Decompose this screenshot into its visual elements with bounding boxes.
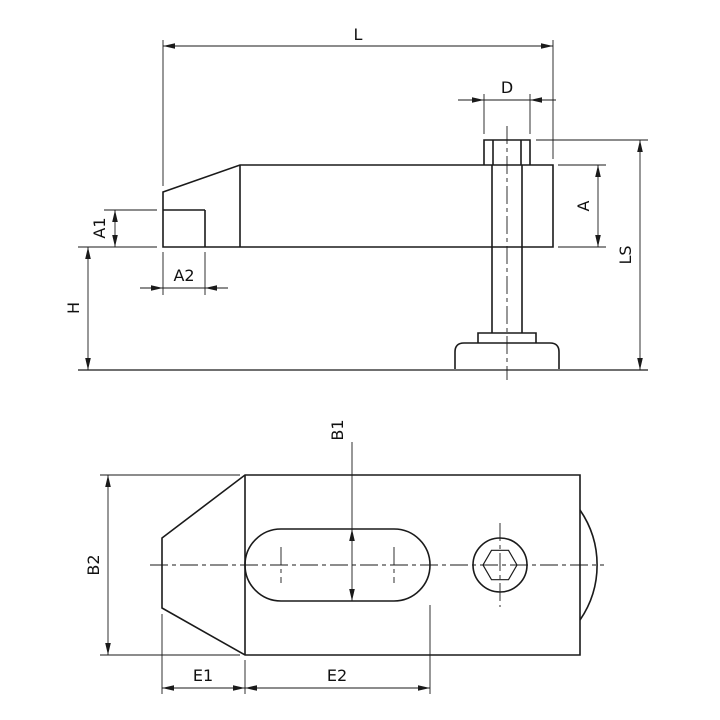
dim-label-step-height: A1 — [90, 217, 109, 238]
dim-label-diameter: D — [501, 78, 513, 97]
dim-step-height: A1 — [78, 209, 157, 248]
dim-label-body-width: B2 — [84, 554, 103, 575]
dim-label-screw-length: LS — [616, 245, 635, 264]
dim-slot-width: B1 — [328, 419, 355, 601]
dim-diameter: D — [458, 78, 556, 134]
dim-label-thickness: A — [574, 200, 593, 211]
dim-body-width: B2 — [84, 474, 240, 656]
dim-label-length: L — [354, 25, 363, 44]
dim-height: H — [64, 247, 91, 370]
dim-edge-distance: E1 E2 — [161, 605, 431, 694]
clamp-bar-outline — [162, 164, 554, 248]
dim-label-edge-distance: E1 — [193, 666, 213, 685]
dim-label-step-depth: A2 — [173, 266, 194, 285]
dim-screw-length: LS — [536, 139, 648, 370]
dim-step-depth: A2 — [140, 252, 228, 295]
dim-label-slot-length: E2 — [327, 666, 347, 685]
dim-thickness: A — [558, 164, 606, 248]
side-view: L D A1 A2 H — [64, 25, 648, 380]
foot-arc — [579, 509, 598, 621]
dim-length: L — [162, 25, 554, 186]
foot-flange — [477, 332, 537, 343]
plan-view: B2 B1 E1 E2 — [84, 419, 604, 694]
dim-label-slot-width: B1 — [328, 419, 347, 440]
dim-label-height: H — [64, 302, 83, 314]
slot-outline — [244, 528, 431, 602]
